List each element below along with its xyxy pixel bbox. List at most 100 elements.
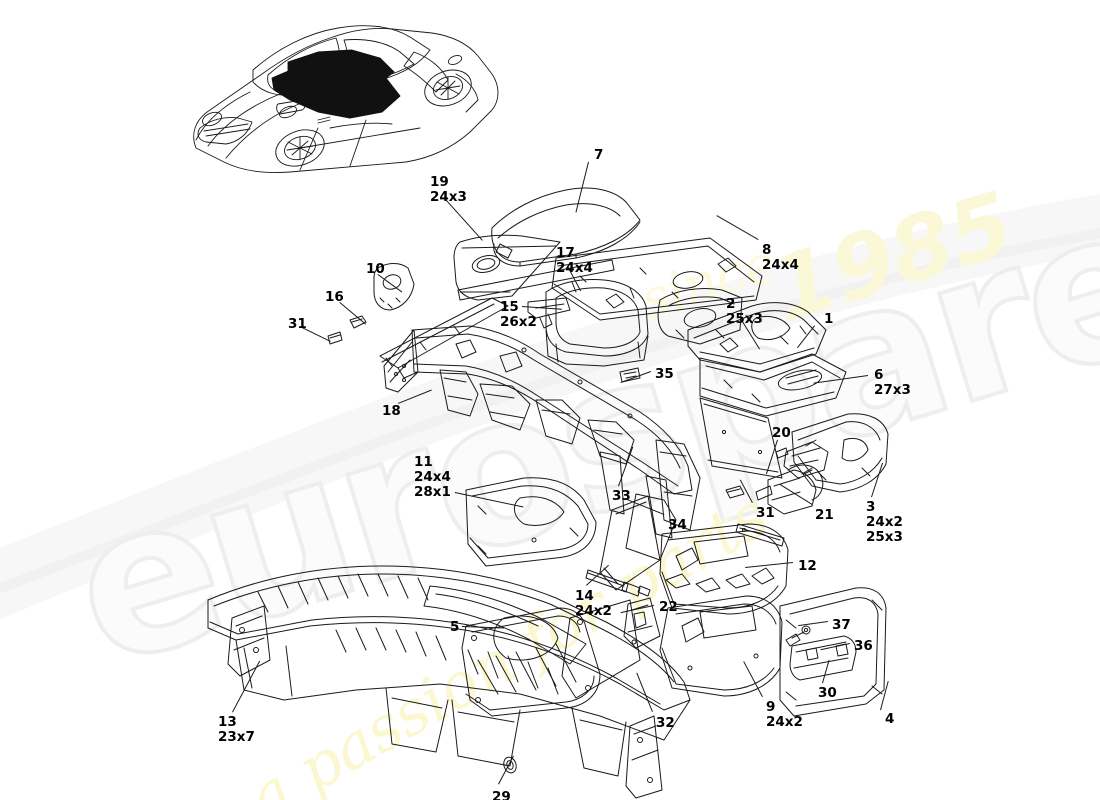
callout-leader-30 <box>822 659 830 684</box>
callout-number: 2 <box>726 296 736 312</box>
callout-label-29[interactable]: 29 <box>492 790 511 800</box>
callout-label-18[interactable]: 18 <box>382 404 401 419</box>
callout-label-36[interactable]: 36 <box>854 639 873 654</box>
vehicle-illustration <box>193 25 499 173</box>
callout-number: 12 <box>798 558 817 574</box>
callout-label-35[interactable]: 35 <box>655 367 674 382</box>
callout-leader-36 <box>820 643 850 651</box>
callout-label-7[interactable]: 7 <box>594 148 603 163</box>
callout-number: 33 <box>612 488 631 504</box>
callout-leader-20 <box>765 439 778 475</box>
callout-leader-8 <box>716 215 759 240</box>
callout-qty: 24x4 <box>556 260 593 276</box>
callout-leader-18 <box>398 389 432 404</box>
callout-number: 15 <box>500 299 519 315</box>
callout-leader-33 <box>618 446 634 487</box>
callout-label-22[interactable]: 22 <box>659 600 678 615</box>
callout-number: 32 <box>656 715 675 731</box>
callout-label-33[interactable]: 33 <box>612 489 631 504</box>
callout-leader-9 <box>743 661 763 697</box>
callout-number: 20 <box>772 425 791 441</box>
callout-qty: 24x4 <box>762 257 799 273</box>
callout-leader-32 <box>636 672 653 712</box>
callout-number: 7 <box>594 147 604 163</box>
callout-number: 30 <box>818 685 837 701</box>
callout-number: 14 <box>575 588 594 604</box>
callout-leader-35 <box>620 371 651 383</box>
callout-leader-1 <box>796 325 815 349</box>
callout-label-31[interactable]: 31 <box>288 317 307 332</box>
callout-qty: 27x3 <box>874 382 911 398</box>
callout-number: 13 <box>218 714 237 730</box>
callout-number: 19 <box>430 174 449 190</box>
callout-number: 3 <box>866 499 876 515</box>
callout-number: 1 <box>824 311 834 327</box>
callout-label-21[interactable]: 21 <box>815 508 834 523</box>
callout-leader-12 <box>745 562 793 569</box>
callout-qty: 23x7 <box>218 729 255 745</box>
callout-leader-7 <box>575 161 589 213</box>
callout-leader-31 <box>739 479 753 503</box>
callout-leader-11 <box>454 492 524 508</box>
callout-label-5[interactable]: 5 <box>450 620 459 635</box>
callout-qty: 24x2 <box>766 714 803 730</box>
callout-leader-29 <box>498 755 514 785</box>
callout-number: 21 <box>815 507 834 523</box>
callout-label-31[interactable]: 31 <box>756 506 775 521</box>
callout-number: 16 <box>325 289 344 305</box>
callout-label-12[interactable]: 12 <box>798 559 817 574</box>
callout-qty-2: 28x1 <box>414 484 451 500</box>
callout-number: 35 <box>655 366 674 382</box>
callout-qty: 24x2 <box>866 514 903 530</box>
callout-number: 6 <box>874 367 884 383</box>
callout-label-1[interactable]: 1 <box>824 312 833 327</box>
callout-leader-34 <box>626 499 665 515</box>
callout-number: 10 <box>366 261 385 277</box>
callout-leader-21 <box>779 484 813 505</box>
callout-leader-37 <box>798 621 828 627</box>
callout-leader-22 <box>620 605 654 614</box>
callout-number: 34 <box>668 517 687 533</box>
callout-label-32[interactable]: 32 <box>656 716 675 731</box>
callout-number: 5 <box>450 619 460 635</box>
callout-leader-13 <box>232 660 261 713</box>
callout-leader-3 <box>871 462 884 498</box>
callout-number: 36 <box>854 638 873 654</box>
callout-number: 31 <box>288 316 307 332</box>
callout-label-30[interactable]: 30 <box>818 686 837 701</box>
callout-qty: 24x4 <box>414 469 451 485</box>
callout-number: 9 <box>766 699 776 715</box>
callout-label-4[interactable]: 4 <box>885 712 894 727</box>
callout-qty-2: 25x3 <box>866 529 903 545</box>
callout-number: 18 <box>382 403 401 419</box>
callout-leader-16 <box>339 302 367 325</box>
callout-number: 37 <box>832 617 851 633</box>
callout-qty: 24x2 <box>575 603 612 619</box>
callout-qty: 26x2 <box>500 314 537 330</box>
callout-label-20[interactable]: 20 <box>772 426 791 441</box>
callout-number: 8 <box>762 242 772 258</box>
callout-label-37[interactable]: 37 <box>832 618 851 633</box>
callout-number: 29 <box>492 789 511 800</box>
callout-qty: 25x3 <box>726 311 763 327</box>
callout-number: 22 <box>659 599 678 615</box>
callout-leader-5 <box>461 626 504 629</box>
callout-number: 17 <box>556 245 575 261</box>
callout-label-10[interactable]: 10 <box>366 262 385 277</box>
callout-leader-4 <box>880 681 889 711</box>
callout-label-16[interactable]: 16 <box>325 290 344 305</box>
callout-number: 11 <box>414 454 433 470</box>
callout-label-34[interactable]: 34 <box>668 518 687 533</box>
